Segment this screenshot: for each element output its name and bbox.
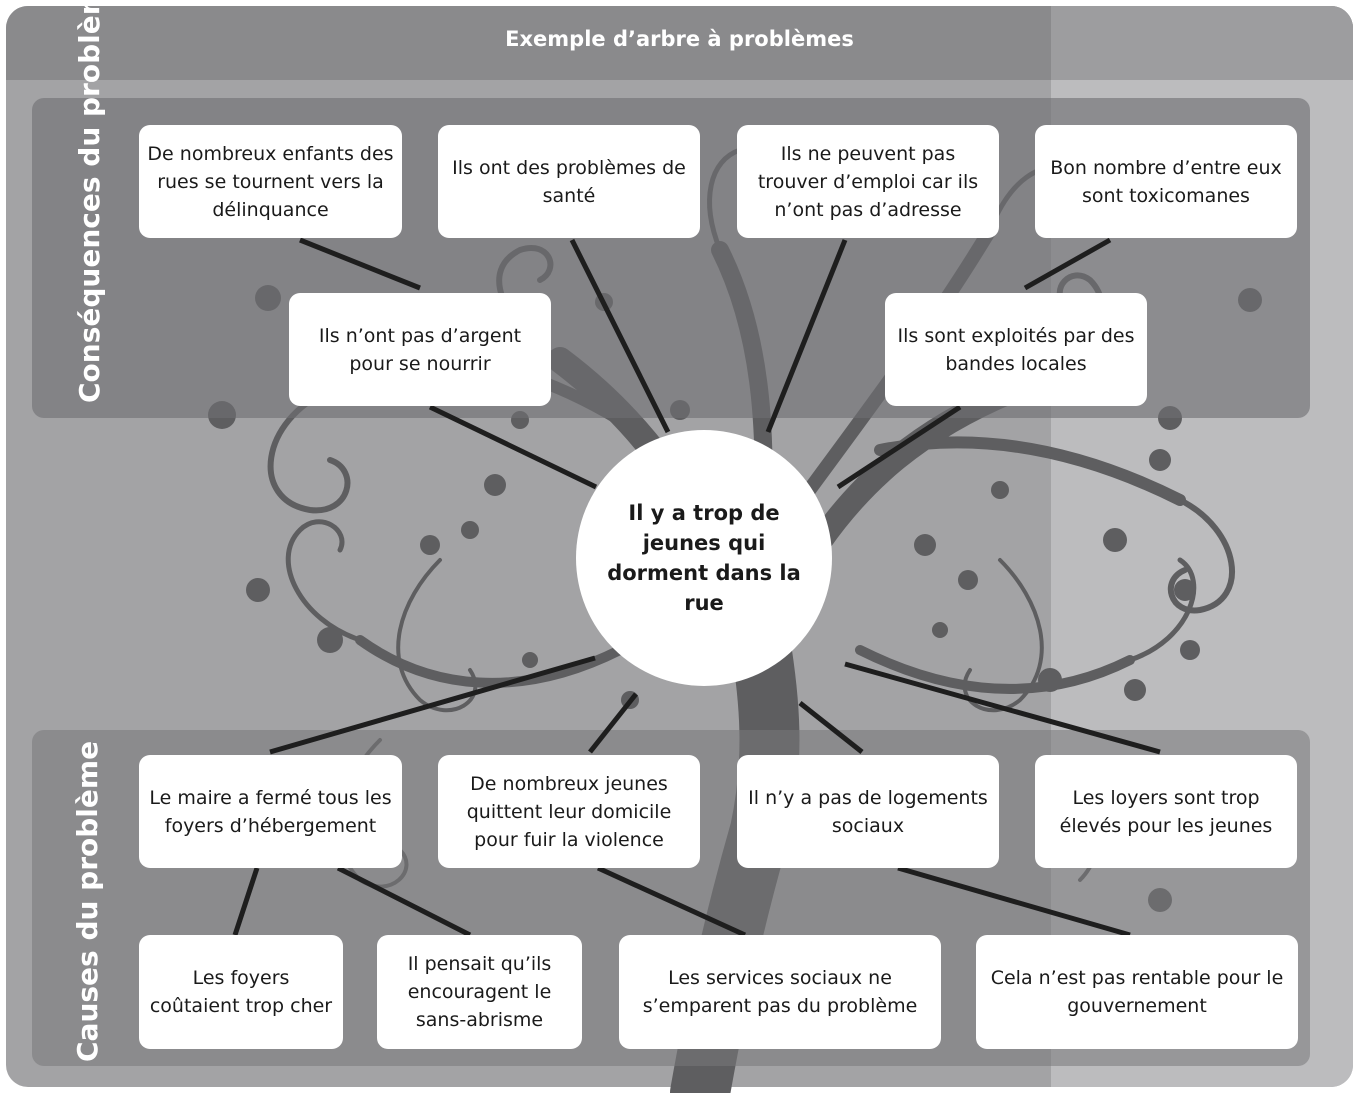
diagram-title: Exemple d’arbre à problèmes — [505, 27, 854, 51]
tree-leaf — [958, 570, 978, 590]
consequence-box: Bon nombre d’entre eux sont toxicomanes — [1035, 125, 1297, 238]
cause-box: Le maire a fermé tous les foyers d’héber… — [139, 755, 402, 868]
connector-line — [336, 865, 472, 938]
tree-leaf — [317, 627, 343, 653]
consequence-box: De nombreux enfants des rues se tournent… — [139, 125, 402, 238]
sub-cause-box: Cela n’est pas rentable pour le gouverne… — [976, 935, 1298, 1049]
tree-leaf — [420, 535, 440, 555]
tree-leaf — [1038, 668, 1062, 692]
connector-line — [596, 865, 747, 938]
central-problem: Il y a trop de jeunes qui dorment dans l… — [576, 430, 832, 686]
tree-leaf — [461, 521, 479, 539]
tree-swirl — [267, 387, 351, 514]
consequence-box: Ils sont exploités par des bandes locale… — [885, 293, 1147, 406]
header-bar-right — [1051, 6, 1353, 80]
tree-leaf — [1124, 679, 1146, 701]
consequence-box: Ils ne peuvent pas trouver d’emploi car … — [737, 125, 999, 238]
tree-leaf — [991, 481, 1009, 499]
tree-swirl — [396, 558, 478, 713]
connector-line — [798, 701, 864, 754]
sub-cause-box: Il pensait qu’ils encouragent le sans-ab… — [377, 935, 582, 1049]
tree-swirl — [1167, 497, 1236, 614]
connector-line — [1023, 237, 1112, 291]
tree-leaf — [1149, 449, 1171, 471]
connector-line — [569, 238, 671, 434]
tree-leaf — [1180, 640, 1200, 660]
connector-line — [836, 404, 962, 490]
connector-line — [765, 239, 848, 433]
sub-cause-box: Les foyers coûtaient trop cher — [139, 935, 343, 1049]
connector-line — [299, 237, 421, 291]
cause-box: Il n’y a pas de logements sociaux — [737, 755, 999, 868]
tree-leaf — [932, 622, 948, 638]
tree-leaf — [914, 534, 936, 556]
cause-box: De nombreux jeunes quittent leur domicil… — [438, 755, 700, 868]
sub-cause-box: Les services sociaux ne s’emparent pas d… — [619, 935, 941, 1049]
tree-leaf — [1103, 528, 1127, 552]
tree-swirl — [285, 519, 363, 643]
tree-leaf — [484, 474, 506, 496]
consequence-box: Ils ont des problèmes de santé — [438, 125, 700, 238]
connector-line — [897, 865, 1131, 938]
cause-box: Les loyers sont trop élevés pour les jeu… — [1035, 755, 1297, 868]
tree-branch — [874, 436, 1186, 506]
tree-leaf — [522, 652, 538, 668]
consequence-box: Ils n’ont pas d’argent pour se nourrir — [289, 293, 551, 406]
connector-line — [428, 404, 598, 490]
tree-branch — [855, 645, 1135, 694]
connector-line — [844, 661, 1161, 755]
connector-line — [588, 692, 638, 754]
connector-line — [269, 655, 596, 755]
tree-swirl — [1127, 557, 1197, 663]
tree-leaf — [1174, 579, 1196, 601]
tree-leaf — [246, 578, 270, 602]
connector-line — [232, 867, 260, 936]
tree-branch — [355, 635, 625, 688]
